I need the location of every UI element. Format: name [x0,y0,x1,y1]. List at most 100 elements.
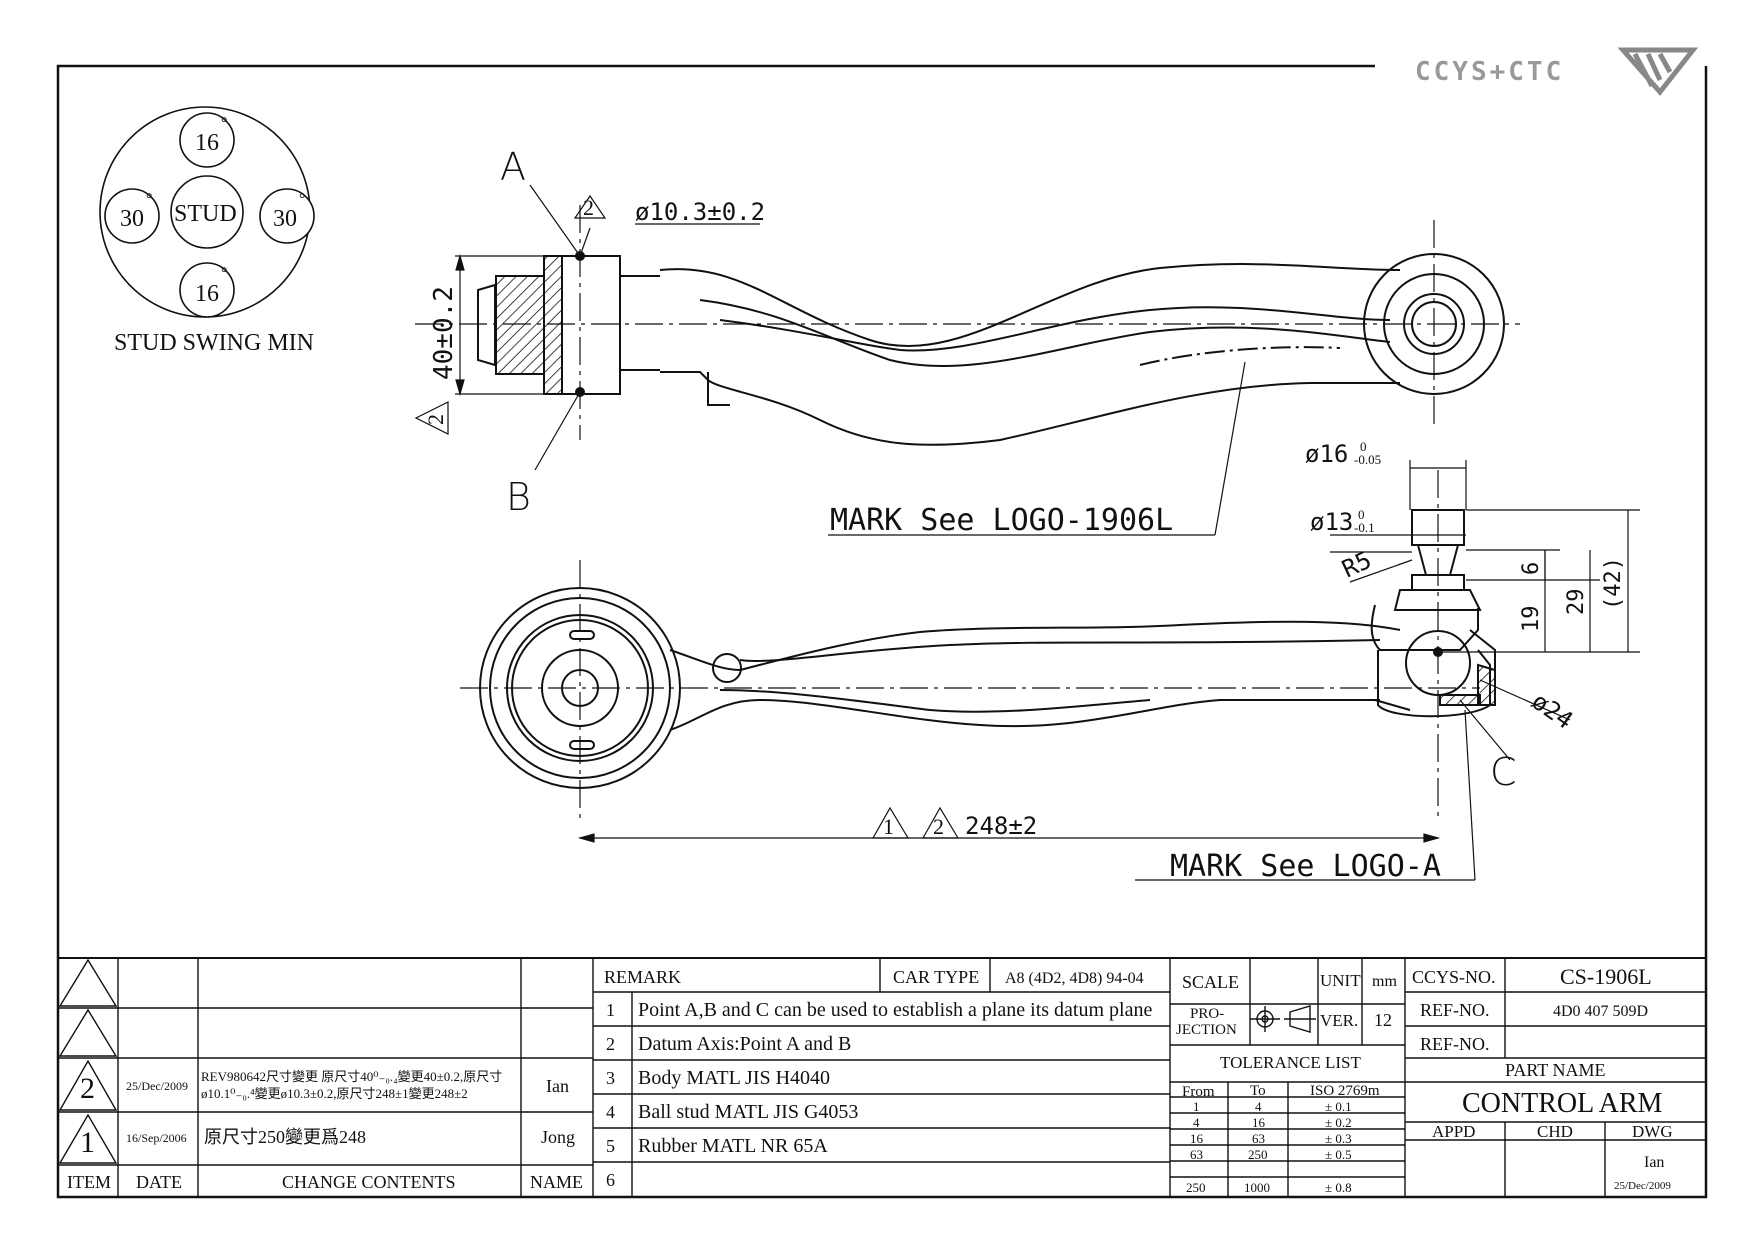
mark-1906l-text: MARK See LOGO-1906L [830,503,1173,538]
tol-5-to: 1000 [1244,1180,1270,1195]
dwg-label: DWG [1632,1122,1673,1141]
title-block-grid [58,957,1706,1197]
remark-6-no: 6 [606,1170,615,1190]
ver-label: VER. [1320,1011,1358,1030]
tol-1-to: 4 [1255,1099,1262,1114]
tol-1-tol: ± 0.1 [1325,1099,1352,1114]
top-view-dimensions [414,184,760,471]
swing-left-degree: ° [146,191,152,208]
appd-label: APPD [1432,1122,1475,1141]
rev1-marker-dim: 1 [883,814,894,839]
top-view-arm [415,205,1520,446]
remark-5-no: 5 [606,1136,615,1156]
drawing-frame [56,64,1708,1199]
remark-4-text: Ball stud MATL JIS G4053 [638,1101,858,1123]
tol-3-to: 63 [1252,1131,1265,1146]
remark-5-text: Rubber MATL NR 65A [638,1135,828,1157]
unit-value: mm [1372,973,1397,990]
rev-header-date: DATE [136,1172,182,1192]
mark-a-text: MARK See LOGO-A [1170,849,1441,884]
rev-row4-item: 1 [80,1126,95,1159]
point-a-label: A [500,145,526,189]
remark-1-text: Point A,B and C can be used to establish… [638,999,1152,1021]
swing-bottom-degree: ° [221,265,227,282]
dia-13-tol-up: 0 [1358,507,1365,522]
tol-header-from: From [1182,1084,1215,1100]
car-type-value: A8 (4D2, 4D8) 94-04 [1005,970,1144,987]
rev-row3-contents-2: ø10.1⁰₋₀.⁴變更ø10.3±0.2,原尺寸248±1變更248±2 [201,1086,468,1101]
rev-row4-contents: 原尺寸250變更爲248 [204,1127,366,1147]
dia-10-3-label: ø10.3±0.2 [635,198,765,226]
revision-table: 2 25/Dec/2009 REV980642尺寸變更 原尺寸40⁰₋₀.₄變更… [67,1069,583,1192]
tol-2-from: 4 [1193,1115,1200,1130]
dia-24-label: ø24 [1527,687,1579,735]
dia-16-tol-dn: -0.05 [1354,452,1381,467]
dim-19-label: 19 [1519,606,1544,633]
dim-248-label: 248±2 [965,812,1037,840]
tol-header-to: To [1250,1083,1266,1099]
ref-no-value: 4D0 407 509D [1553,1003,1648,1020]
swing-left-value: 30 [120,206,144,232]
tol-5-tol: ± 0.8 [1325,1180,1352,1195]
logo-text: CCYS+CTC [1415,57,1564,87]
title-block: CCYS-NO. CS-1906L REF-NO. 4D0 407 509D R… [1412,964,1673,1192]
tol-3-from: 16 [1190,1131,1204,1146]
remark-2-no: 2 [606,1034,615,1054]
dim-248-line [577,806,1441,843]
swing-bottom-value: 16 [195,281,219,307]
rev-header-item: ITEM [67,1172,111,1192]
rev2-marker-top: 2 [583,195,594,220]
car-type-label: CAR TYPE [893,967,979,987]
ver-value: 12 [1374,1010,1392,1030]
stud-swing-diagram [99,106,315,318]
dwg-date: 25/Dec/2009 [1614,1180,1671,1192]
tol-2-tol: ± 0.2 [1325,1115,1352,1130]
logo-mark-icon [1617,47,1699,96]
swing-right-value: 30 [273,206,297,232]
dia-13-tol-dn: -0.1 [1354,520,1375,535]
rev2-marker-left: 2 [423,414,448,425]
point-c-label: C [1490,750,1517,794]
remark-3-text: Body MATL JIS H4040 [638,1067,830,1089]
remark-2-text: Datum Axis:Point A and B [638,1033,851,1055]
ball-joint-dimensions [1135,460,1640,881]
chd-label: CHD [1537,1122,1573,1141]
dia-13-label: ø13 [1310,508,1353,536]
dim-42-label: (42) [1601,557,1626,610]
swing-top-degree: ° [221,115,227,132]
tol-1-from: 1 [1193,1099,1200,1114]
dim-29-label: 29 [1564,589,1589,616]
part-name-label: PART NAME [1505,1060,1605,1080]
tol-4-to: 250 [1248,1147,1268,1162]
rev-row3-contents-1: REV980642尺寸變更 原尺寸40⁰₋₀.₄變更40±0.2,原尺寸 [201,1069,502,1084]
rev-row3-item: 2 [80,1072,95,1105]
rev-row4-name: Jong [541,1127,575,1147]
rev2-marker-dim: 2 [933,814,944,839]
tol-4-from: 63 [1190,1147,1203,1162]
stud-swing-caption: STUD SWING MIN [114,330,314,356]
ref-no-2-label: REF-NO. [1420,1034,1490,1054]
dim-6-label: 6 [1519,562,1544,575]
rev-row3-date: 25/Dec/2009 [126,1079,188,1093]
projection-label-2: JECTION [1176,1022,1237,1038]
remark-1-no: 1 [606,1000,615,1020]
dim-40-label: 40±0.2 [429,286,459,380]
swing-right-degree: ° [299,191,305,208]
third-angle-projection-icon [1250,1005,1316,1033]
part-name-value: CONTROL ARM [1462,1088,1663,1119]
remark-table: REMARK CAR TYPE A8 (4D2, 4D8) 94-04 1 Po… [604,967,1152,1190]
ccys-no-label: CCYS-NO. [1412,967,1496,987]
dwg-name: Ian [1644,1154,1664,1171]
ref-no-label: REF-NO. [1420,1000,1490,1020]
tol-4-tol: ± 0.5 [1325,1147,1352,1162]
rev-header-contents: CHANGE CONTENTS [282,1172,456,1192]
tol-2-to: 16 [1252,1115,1266,1130]
spec-block: SCALE UNIT mm PRO- JECTION VER. 12 TOLER… [1176,971,1397,1195]
tol-3-tol: ± 0.3 [1325,1131,1352,1146]
dia-16-tol-up: 0 [1360,439,1367,454]
scale-label: SCALE [1182,972,1239,992]
projection-label-1: PRO- [1190,1006,1224,1022]
ccys-no-value: CS-1906L [1560,964,1652,989]
tol-header-iso: ISO 2769m [1310,1083,1380,1099]
tolerance-title: TOLERANCE LIST [1220,1053,1361,1072]
